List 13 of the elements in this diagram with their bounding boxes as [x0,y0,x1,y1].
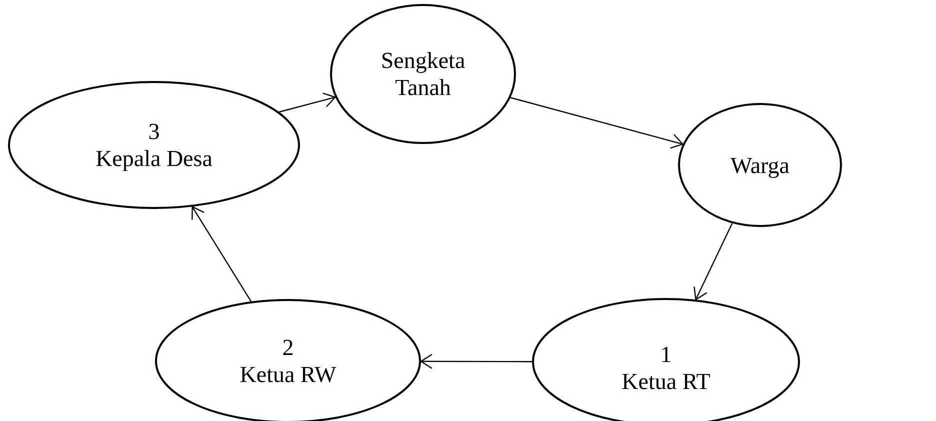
arrow [278,92,336,113]
step-number: 3 [148,118,160,145]
node-label: Ketua RW [240,361,336,388]
arrow [694,223,733,300]
step-number: 2 [282,334,294,361]
arrow [510,97,684,149]
node-label: Ketua RT [622,368,710,395]
arrow [192,206,252,302]
node-label: Warga [730,152,790,178]
node-label: Kepala Desa [96,145,212,172]
arrow [420,354,532,369]
node-label: Sengketa Tanah [380,47,466,101]
step-number: 1 [660,341,672,368]
